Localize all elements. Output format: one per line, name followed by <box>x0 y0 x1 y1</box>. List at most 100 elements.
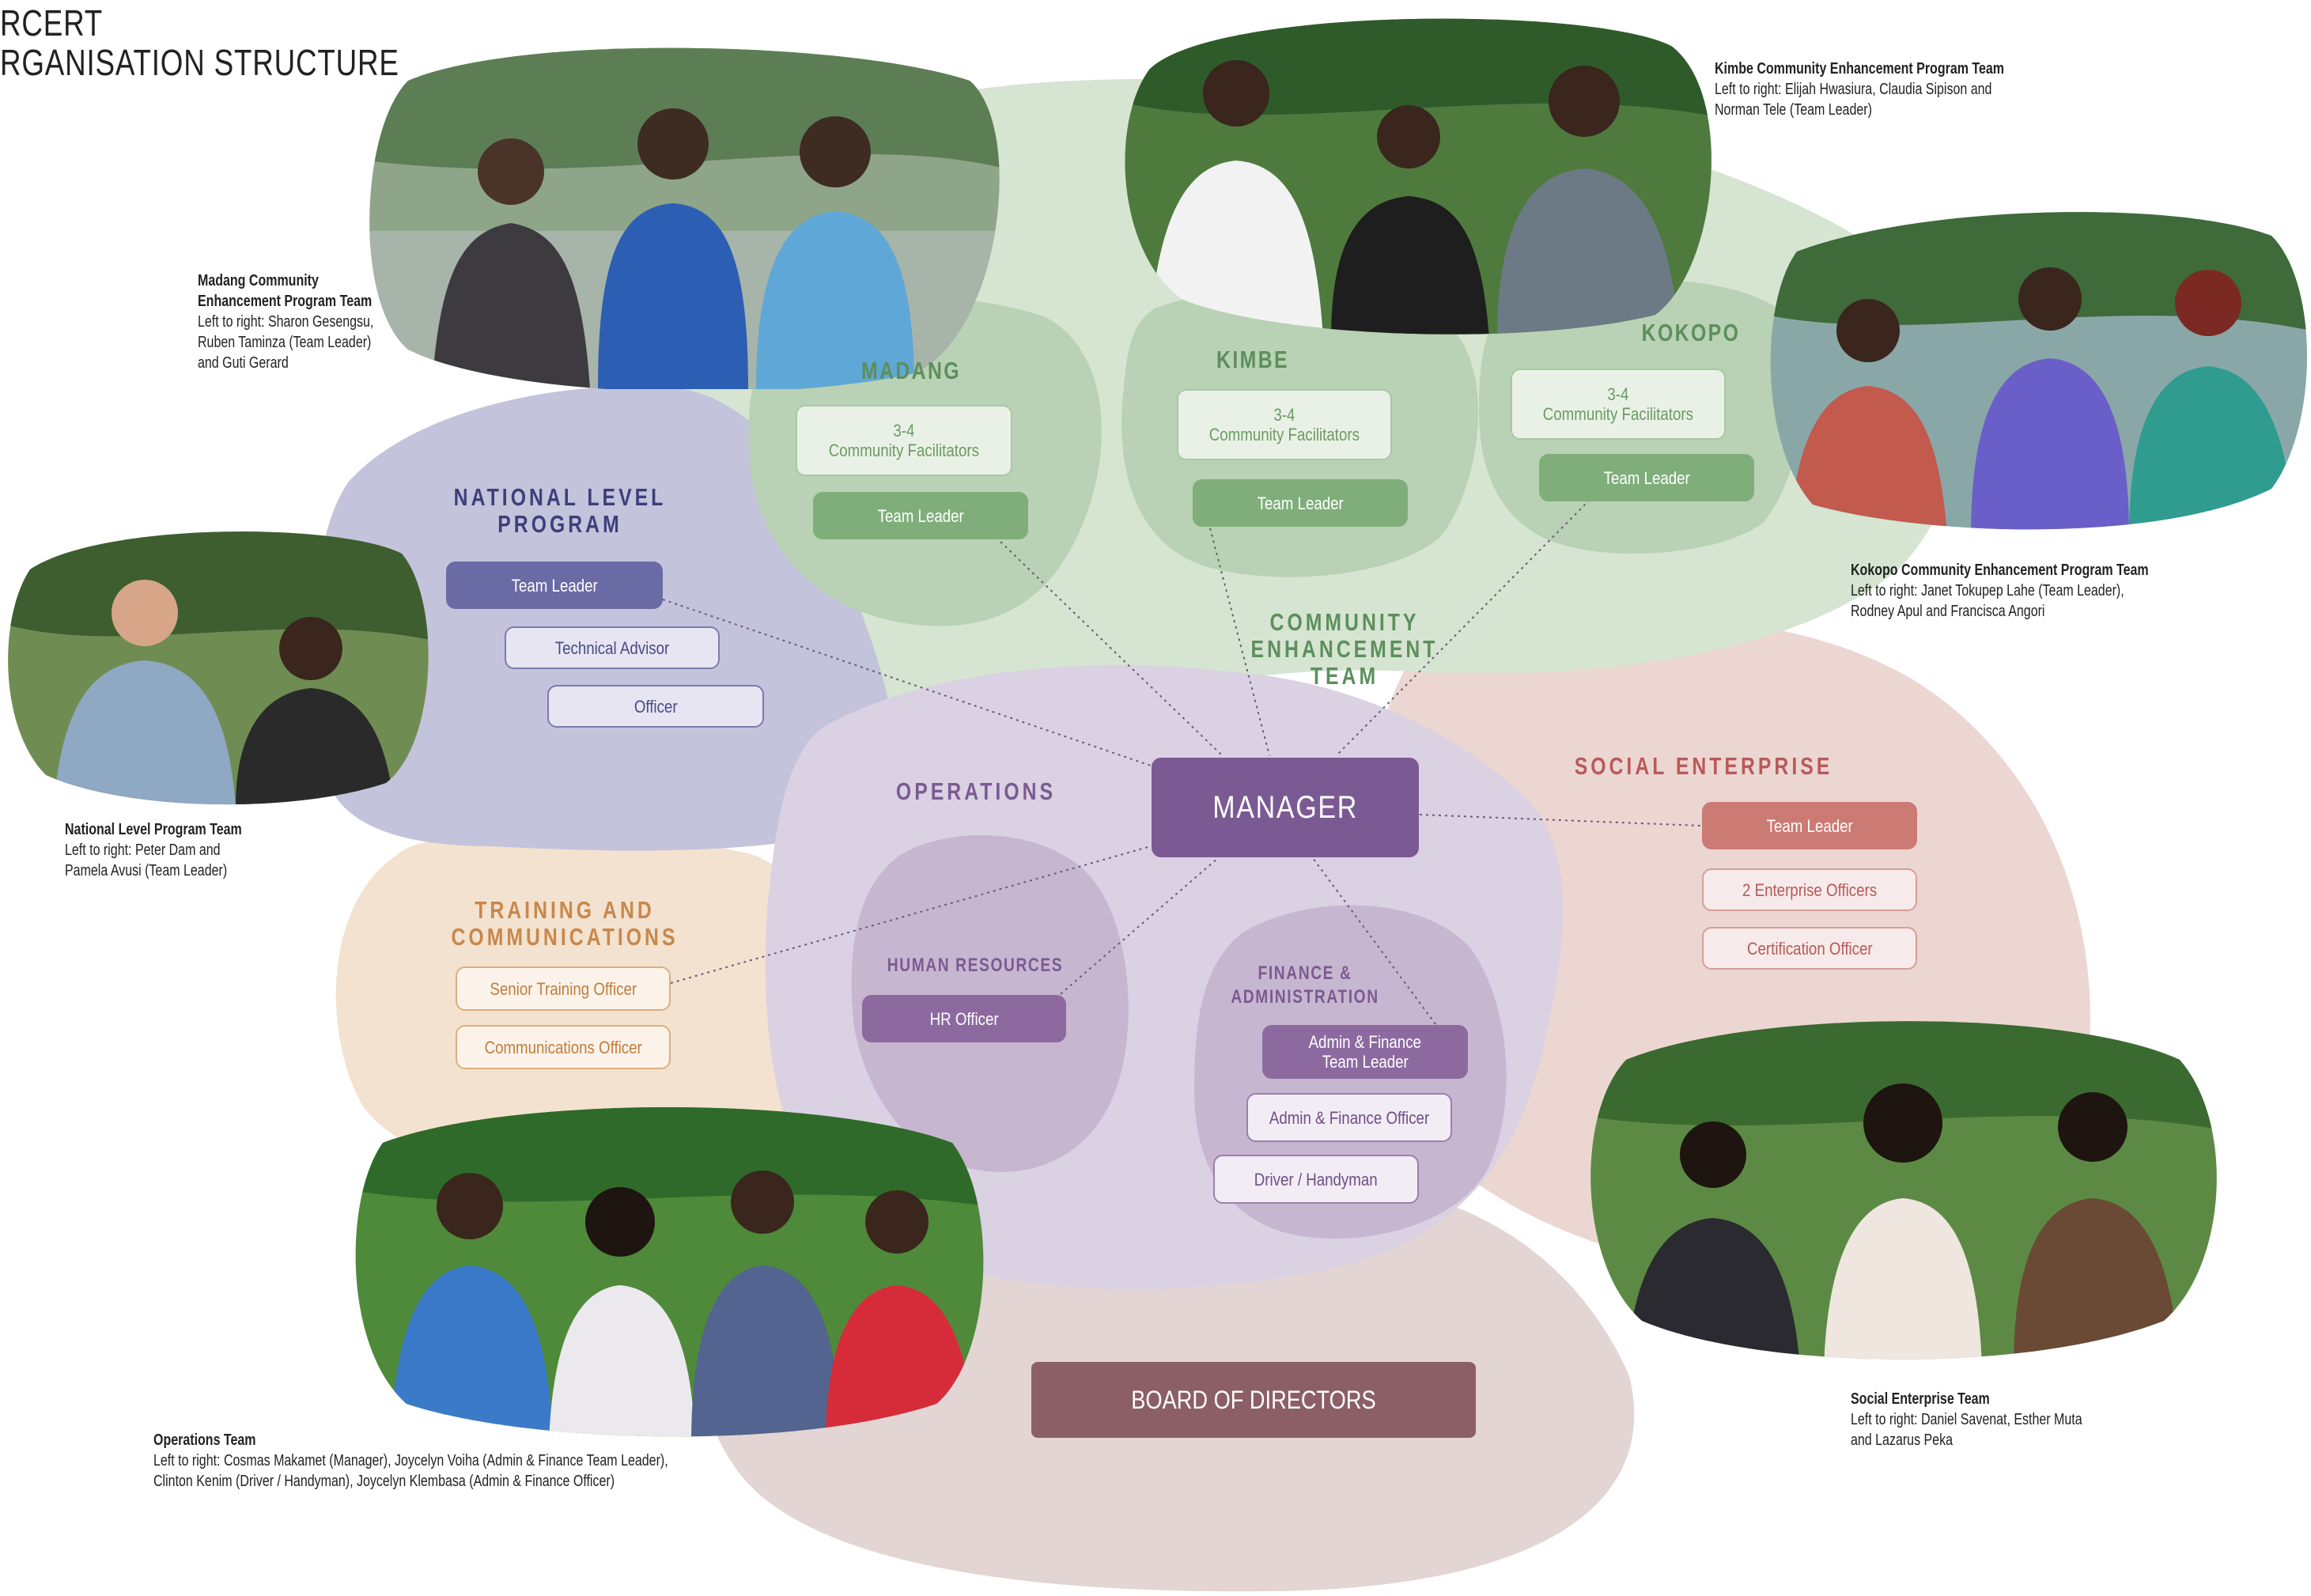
madang-facilitators-count: 3-4 <box>893 421 915 441</box>
social-team-photo <box>1590 1021 2217 1360</box>
communications-officer-box: Communications Officer <box>456 1025 671 1069</box>
technical-advisor-label: Technical Advisor <box>554 637 670 658</box>
enterprise-officers-box: 2 Enterprise Officers <box>1702 868 1917 911</box>
kokopo-facilitators-label: Community Facilitators <box>1542 404 1694 424</box>
person <box>1789 299 1947 530</box>
person <box>1626 1121 1800 1360</box>
national-caption-line3: Pamela Avusi (Team Leader) <box>65 862 228 879</box>
madang-caption: Madang Community Enhancement Program Tea… <box>198 270 373 373</box>
national-blob <box>315 386 894 851</box>
person <box>391 1173 553 1437</box>
person <box>1331 105 1489 335</box>
social-team-leader-label: Team Leader <box>1766 815 1853 836</box>
document-title-line1: RCERT <box>0 2 104 43</box>
kokopo-team-leader: Team Leader <box>1539 454 1754 501</box>
person <box>432 138 590 389</box>
board-of-directors-box: BOARD OF DIRECTORS <box>1031 1362 1476 1438</box>
manager-box: MANAGER <box>1152 758 1419 857</box>
connector-finance <box>1312 857 1436 1025</box>
training-title-line2: COMMUNICATIONS <box>451 923 679 951</box>
madang-title: MADANG <box>861 357 961 384</box>
national-title: NATIONAL LEVEL PROGRAM <box>454 484 667 538</box>
operations-caption: Operations Team Left to right: Cosmas Ma… <box>153 1430 668 1492</box>
madang-facilitators-label: Community Facilitators <box>828 441 980 460</box>
madang-caption-line2: Enhancement Program Team <box>198 293 373 310</box>
kimbe-team-leader-label: Team Leader <box>1257 493 1344 513</box>
madang-caption-line4: Ruben Taminza (Team Leader) <box>198 334 372 351</box>
operations-caption-line3: Clinton Kenim (Driver / Handyman), Joyce… <box>153 1473 615 1490</box>
national-title-line2: PROGRAM <box>497 510 622 538</box>
connector-social <box>1419 814 1701 826</box>
kimbe-team-leader: Team Leader <box>1193 479 1408 527</box>
national-caption: National Level Program Team Left to righ… <box>65 819 242 881</box>
person <box>1824 1084 1982 1360</box>
training-title: TRAINING AND COMMUNICATIONS <box>452 897 679 951</box>
certification-officer-label: Certification Officer <box>1746 938 1873 959</box>
certification-officer-box: Certification Officer <box>1702 927 1917 970</box>
social-caption-line2: Left to right: Daniel Savenat, Esther Mu… <box>1851 1411 2082 1428</box>
document-title-line2: RGANISATION STRUCTURE <box>0 42 399 83</box>
kimbe-caption: Kimbe Community Enhancement Program Team… <box>1715 59 2004 120</box>
admin-finance-team-leader: Admin & Finance Team Leader <box>1262 1025 1468 1079</box>
kimbe-title: KIMBE <box>1216 346 1289 373</box>
community-enhancement-title: COMMUNITY ENHANCEMENT TEAM <box>1251 609 1439 690</box>
social-caption-line1: Social Enterprise Team <box>1851 1390 1990 1408</box>
kimbe-team-photo <box>1125 18 1712 335</box>
madang-facilitators-box: 3-4 Community Facilitators <box>796 405 1012 476</box>
national-title-line1: NATIONAL LEVEL <box>453 483 667 511</box>
enterprise-officers-label: 2 Enterprise Officers <box>1742 879 1878 900</box>
national-team-photo <box>8 531 429 805</box>
kokopo-facilitators-box: 3-4 Community Facilitators <box>1511 369 1726 440</box>
operations-title: OPERATIONS <box>895 777 1057 805</box>
kimbe-facilitators-label: Community Facilitators <box>1208 425 1360 444</box>
kimbe-caption-line1: Kimbe Community Enhancement Program Team <box>1715 60 2004 78</box>
person <box>236 617 394 805</box>
afl-line1: Admin & Finance <box>1308 1032 1422 1052</box>
manager-label: MANAGER <box>1212 789 1358 825</box>
connector-training <box>670 845 1152 984</box>
person <box>1497 66 1679 335</box>
operations-team-photo <box>355 1107 984 1437</box>
hr-officer-box: HR Officer <box>862 995 1066 1042</box>
board-of-directors-label: BOARD OF DIRECTORS <box>1131 1385 1376 1414</box>
kokopo-team-photo <box>1770 212 2307 530</box>
national-team-leader: Team Leader <box>446 562 663 609</box>
social-caption: Social Enterprise Team Left to right: Da… <box>1851 1389 2082 1450</box>
person <box>1971 267 2129 530</box>
afl-line2: Team Leader <box>1322 1052 1409 1072</box>
kokopo-caption: Kokopo Community Enhancement Program Tea… <box>1851 560 2149 622</box>
senior-training-officer-label: Senior Training Officer <box>490 978 637 999</box>
person <box>1149 60 1323 335</box>
madang-caption-line3: Left to right: Sharon Gesengsu, <box>198 313 374 331</box>
driver-handyman-label: Driver / Handyman <box>1254 1169 1378 1189</box>
kokopo-facilitators-count: 3-4 <box>1607 384 1629 404</box>
community-title-line3: TEAM <box>1310 662 1379 690</box>
national-officer-label: Officer <box>634 696 678 717</box>
driver-handyman-box: Driver / Handyman <box>1213 1155 1419 1204</box>
social-team-leader: Team Leader <box>1702 802 1917 849</box>
connector-hr <box>1055 857 1219 999</box>
national-caption-line1: National Level Program Team <box>65 821 242 838</box>
national-officer-box: Officer <box>547 685 764 728</box>
person <box>2014 1092 2180 1360</box>
person <box>54 580 236 805</box>
kokopo-caption-line3: Rodney Apul and Francisca Angori <box>1851 603 2045 620</box>
finance-title-line1: FINANCE & <box>1258 963 1352 984</box>
community-title-line1: COMMUNITY <box>1269 608 1420 636</box>
national-caption-line2: Left to right: Peter Dam and <box>65 841 221 859</box>
person <box>598 108 748 389</box>
kimbe-facilitators-count: 3-4 <box>1273 405 1295 425</box>
connector-kimbe <box>1209 528 1270 756</box>
kokopo-title: KOKOPO <box>1641 319 1741 346</box>
madang-team-leader-label: Team Leader <box>877 505 964 526</box>
kokopo-caption-line2: Left to right: Janet Tokupep Lahe (Team … <box>1851 582 2124 599</box>
kimbe-caption-line3: Norman Tele (Team Leader) <box>1715 101 1872 119</box>
admin-finance-officer-box: Admin & Finance Officer <box>1246 1093 1452 1142</box>
kokopo-caption-line1: Kokopo Community Enhancement Program Tea… <box>1851 562 2149 579</box>
senior-training-officer-box: Senior Training Officer <box>456 966 671 1011</box>
person <box>2129 270 2295 530</box>
technical-advisor-box: Technical Advisor <box>505 626 720 669</box>
person <box>756 116 914 389</box>
operations-caption-line2: Left to right: Cosmas Makamet (Manager),… <box>153 1452 668 1469</box>
